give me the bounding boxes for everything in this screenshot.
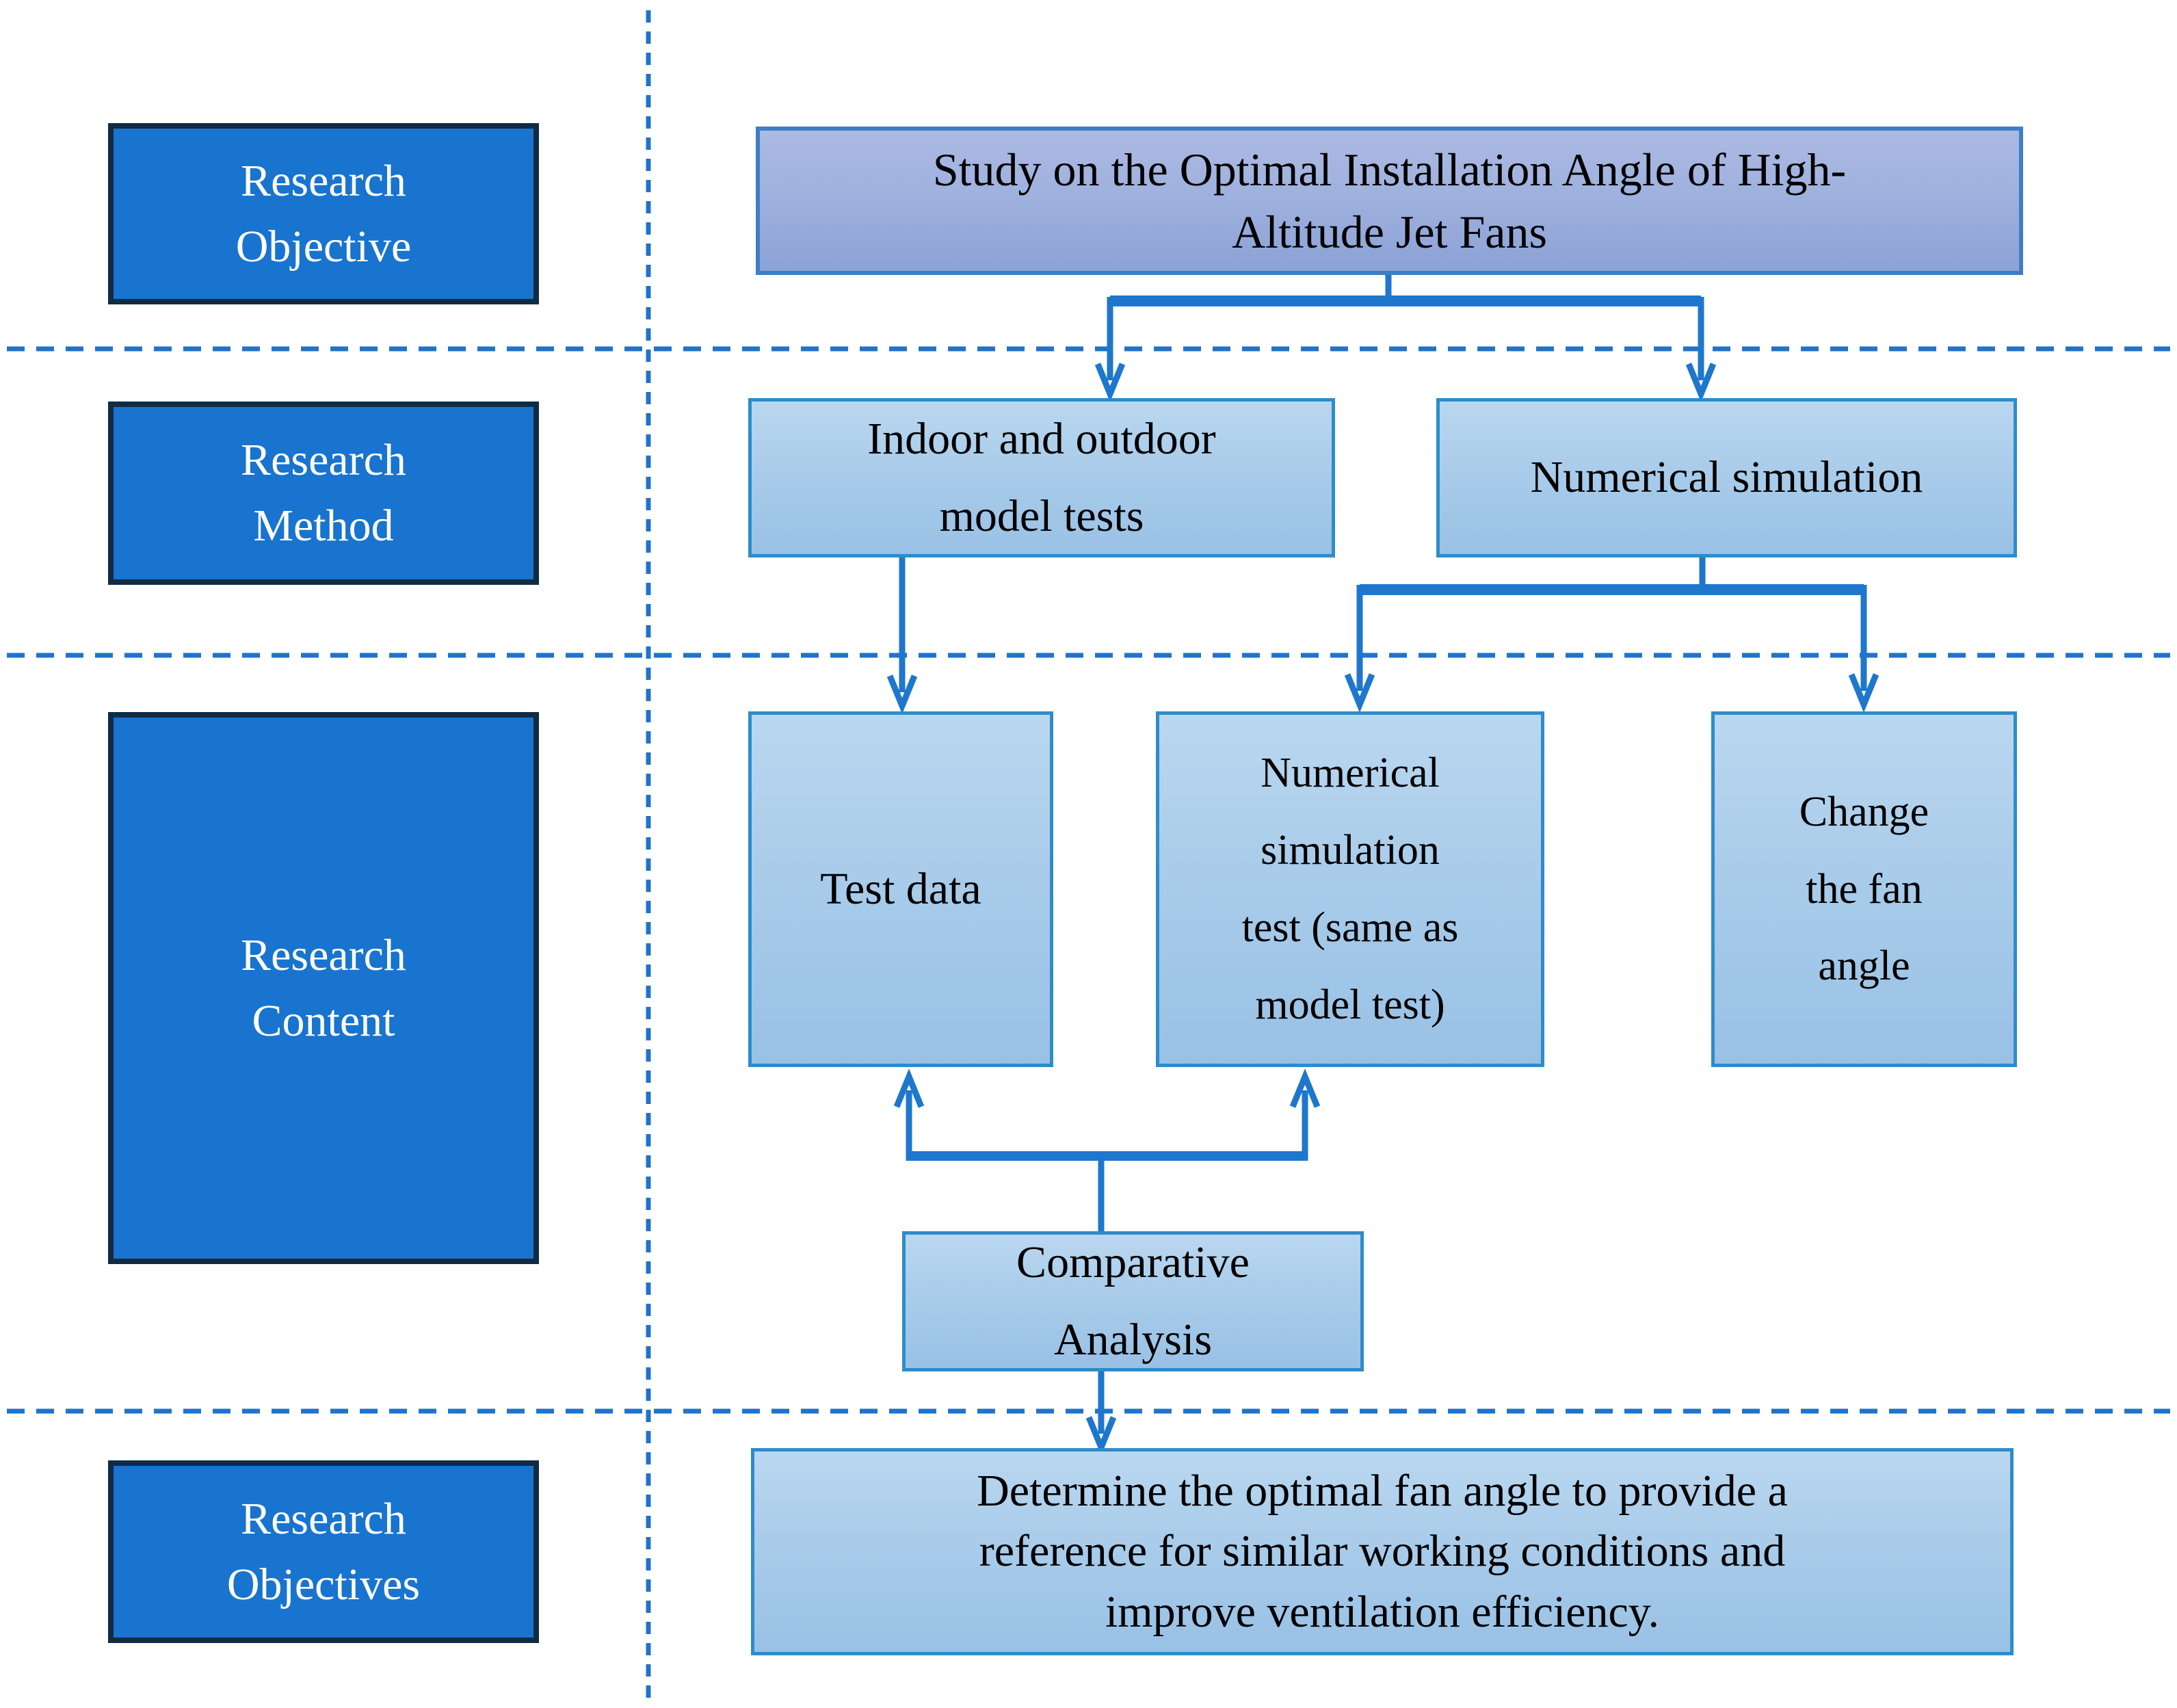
stage-label: Research Method xyxy=(241,435,406,551)
flow-box-numerical-simulation-test: Numerical simulation test (same as model… xyxy=(1156,711,1544,1067)
flow-box-change-fan-angle: Change the fan angle xyxy=(1711,711,2017,1067)
flow-title-box: Study on the Optimal Installation Angle … xyxy=(756,127,2023,275)
flow-box-label: Determine the optimal fan angle to provi… xyxy=(977,1465,1788,1637)
flow-box-label: Numerical simulation test (same as model… xyxy=(1241,750,1459,1028)
arrowhead-up-icon xyxy=(893,1068,925,1108)
flow-box-label: Test data xyxy=(820,863,981,914)
stage-box-research-content: Research Content xyxy=(108,712,539,1264)
arrowhead-down-icon xyxy=(1685,363,1717,402)
stage-label: Research Objectives xyxy=(226,1493,421,1610)
flow-box-label: Change the fan angle xyxy=(1799,788,1929,990)
stage-box-research-objectives: Research Objectives xyxy=(108,1460,539,1643)
arrow-analysis-bracket xyxy=(893,1068,1321,1231)
arrowhead-down-icon xyxy=(1094,363,1126,402)
arrow-indoor-to-testdata xyxy=(886,557,918,714)
stage-label: Research Content xyxy=(241,930,406,1046)
stage-label: Research Objective xyxy=(235,155,412,272)
arrowhead-down-icon xyxy=(1085,1416,1117,1456)
flow-box-label: Comparative Analysis xyxy=(1016,1237,1250,1365)
flow-box-label: Numerical simulation xyxy=(1530,452,1923,503)
arrowhead-up-icon xyxy=(1289,1068,1321,1108)
arrowhead-down-icon xyxy=(1344,673,1375,713)
stage-box-research-method: Research Method xyxy=(108,402,539,585)
flow-title-text: Study on the Optimal Installation Angle … xyxy=(932,144,1847,258)
flow-box-label: Indoor and outdoor model tests xyxy=(867,414,1216,541)
arrow-analysis-to-outcome xyxy=(1085,1371,1117,1456)
flow-box-numerical-simulation: Numerical simulation xyxy=(1436,398,2017,557)
arrow-simulation-split xyxy=(1344,557,1879,713)
arrowhead-down-icon xyxy=(886,674,918,714)
arrowhead-down-icon xyxy=(1848,673,1879,713)
stage-box-research-objective: Research Objective xyxy=(108,123,539,304)
flow-box-outcome: Determine the optimal fan angle to provi… xyxy=(751,1448,2014,1655)
flow-box-test-data: Test data xyxy=(748,711,1053,1067)
arrow-title-to-methods xyxy=(1094,274,1717,402)
flow-box-indoor-outdoor-tests: Indoor and outdoor model tests xyxy=(748,398,1335,557)
flow-box-comparative-analysis: Comparative Analysis xyxy=(902,1231,1364,1371)
